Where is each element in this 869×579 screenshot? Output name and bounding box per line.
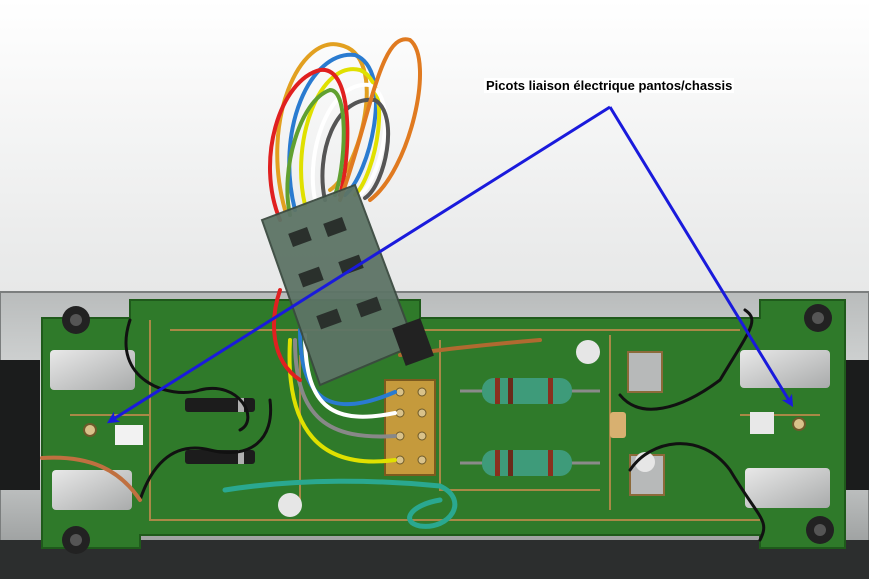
black-wires [124, 308, 766, 542]
copper-wires [40, 455, 142, 502]
annotation-arrows [106, 105, 794, 424]
solder-tabs [278, 340, 665, 517]
annotation-label: Picots liaison électrique pantos/chassis [484, 78, 735, 93]
resistors [460, 378, 626, 476]
arrow-right-pin [608, 106, 794, 408]
jumper-wire [222, 478, 458, 529]
pcb-board [41, 299, 846, 549]
decoder-module [260, 183, 434, 387]
metal-pads [50, 350, 830, 510]
connector-pins [83, 417, 806, 437]
screws [62, 304, 834, 554]
arrow-left-pin [106, 105, 611, 424]
decoder-wires [268, 37, 542, 464]
